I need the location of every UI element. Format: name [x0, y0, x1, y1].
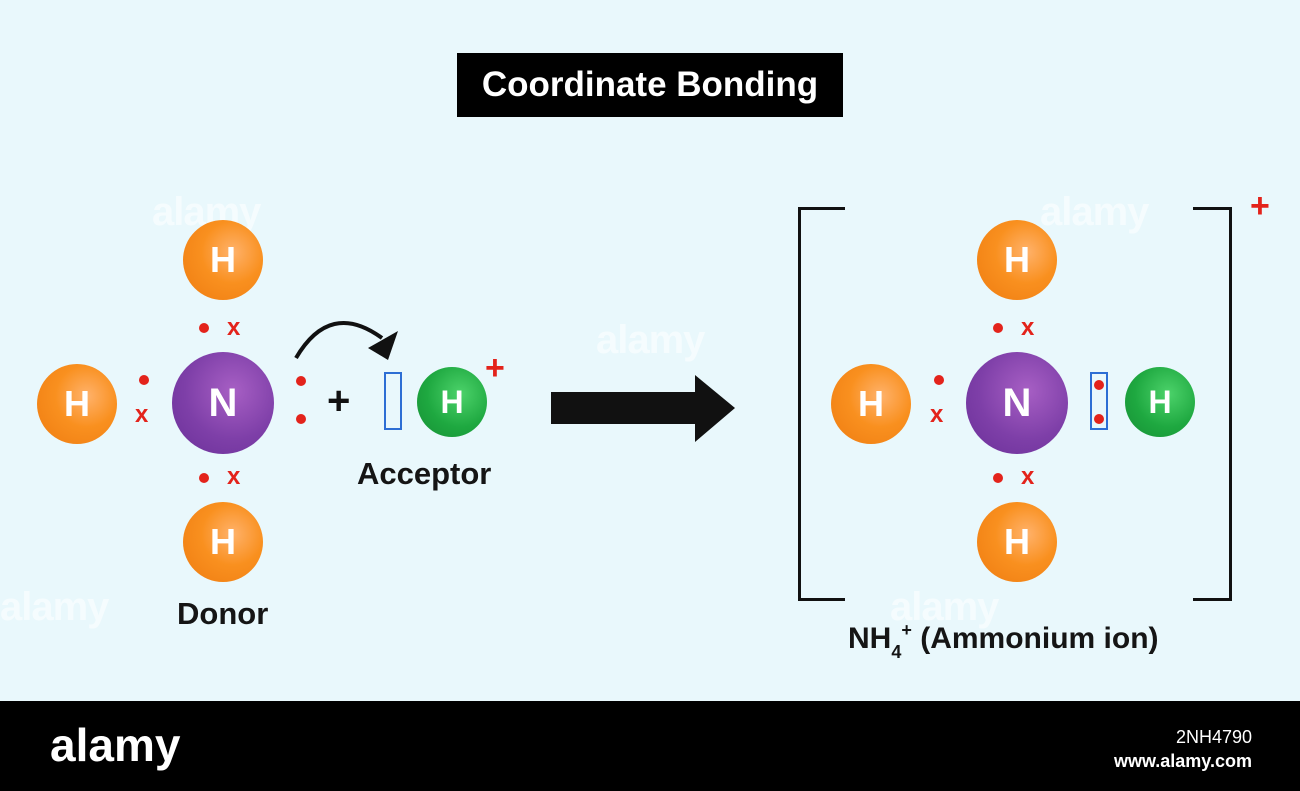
- footer-image-id: 2NH4790: [1175, 727, 1252, 747]
- donor-label: Donor: [177, 596, 269, 631]
- product-h-bottom: H: [977, 502, 1057, 582]
- electron-dot: [199, 323, 209, 333]
- reaction-arrow-head: [695, 375, 735, 442]
- footer-brand: alamy: [50, 719, 181, 771]
- empty-orbital-box: [384, 372, 402, 430]
- product-formula-label: NH4+ (Ammonium ion): [848, 620, 1159, 662]
- donor-h-left: H: [37, 364, 117, 444]
- formula-name: (Ammonium ion): [920, 622, 1159, 655]
- donor-h-top: H: [183, 220, 263, 300]
- product-nitrogen: N: [966, 352, 1068, 454]
- acceptor-label: Acceptor: [357, 456, 492, 491]
- donor-nitrogen: N: [172, 352, 274, 454]
- electron-cross: x: [135, 401, 149, 428]
- shared-pair-dot: [1094, 414, 1104, 424]
- watermark-footer: alamy 2NH4790 www.alamy.com: [0, 701, 1300, 791]
- diagram-title: Coordinate Bonding: [457, 53, 843, 117]
- curved-arrow: [294, 321, 384, 360]
- watermark-logo: alamy: [596, 318, 705, 362]
- reaction-plus: +: [327, 379, 351, 423]
- electron-cross: x: [227, 463, 241, 490]
- lone-pair-dot: [296, 414, 306, 424]
- formula-subscript: 4: [891, 642, 902, 662]
- footer-site: www.alamy.com: [1113, 751, 1252, 771]
- acceptor-hydrogen: H: [417, 367, 487, 437]
- formula-main: NH: [848, 622, 892, 655]
- watermark-logo: alamy: [890, 585, 999, 629]
- shared-pair-dot: [1094, 380, 1104, 390]
- curved-arrow-head: [368, 331, 398, 360]
- left-bracket: [798, 207, 845, 601]
- electron-cross: x: [227, 314, 241, 341]
- acceptor-charge: +: [485, 349, 505, 387]
- electron-dot: [993, 323, 1003, 333]
- product-h-right: H: [1125, 367, 1195, 437]
- electron-dot: [199, 473, 209, 483]
- product-h-left: H: [831, 364, 911, 444]
- electron-dot: [139, 375, 149, 385]
- electron-dot: [993, 473, 1003, 483]
- reaction-arrow-shaft: [551, 392, 697, 424]
- formula-superscript: +: [901, 620, 912, 640]
- lone-pair-dot: [296, 376, 306, 386]
- watermark-logo: alamy: [1040, 190, 1149, 234]
- watermark-logo: alamy: [0, 585, 109, 629]
- product-charge: +: [1250, 187, 1270, 225]
- electron-cross: x: [1021, 463, 1035, 490]
- product-h-top: H: [977, 220, 1057, 300]
- coordinate-bond-box: [1090, 372, 1108, 430]
- electron-cross: x: [930, 401, 944, 428]
- electron-dot: [934, 375, 944, 385]
- right-bracket: [1193, 207, 1232, 601]
- donor-h-bottom: H: [183, 502, 263, 582]
- electron-cross: x: [1021, 314, 1035, 341]
